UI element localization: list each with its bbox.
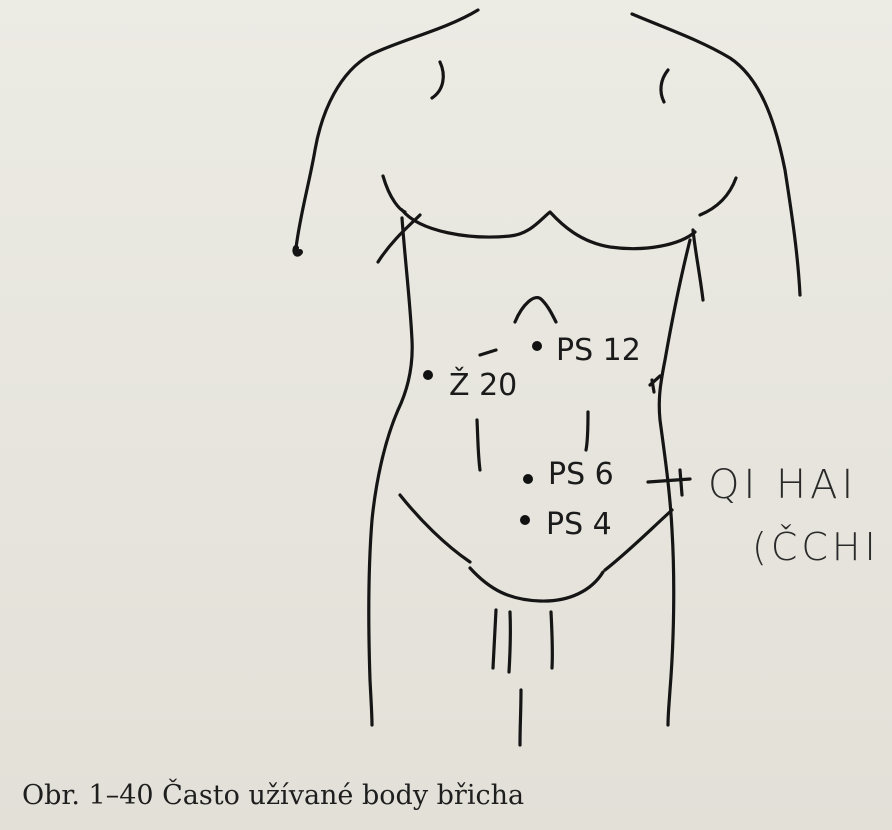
label-ps4: PS 4: [546, 510, 612, 540]
label-ps12: PS 12: [556, 336, 641, 366]
pointer-cross: [680, 470, 682, 495]
pointer-line: [648, 479, 690, 482]
abdomen-line-left: [477, 420, 480, 470]
handwritten-qi-hai: QI HAI: [708, 465, 857, 505]
left-shoulder-outline: [296, 10, 478, 248]
groin-left: [400, 495, 470, 562]
left-clavicle: [432, 62, 443, 98]
point-dot-ps4: [520, 515, 530, 525]
left-arm-edge: [295, 248, 300, 254]
leg-center-line: [520, 690, 521, 745]
rib-arc: [515, 298, 556, 322]
point-dot-ps6: [523, 474, 533, 484]
genital-line-3: [551, 612, 552, 668]
left-torso-side: [369, 218, 412, 725]
handwritten-cchi: (ČCHI: [752, 528, 880, 566]
right-torso-side: [659, 240, 690, 725]
genital-line-2: [509, 612, 510, 672]
label-ps6: PS 6: [548, 460, 614, 490]
sternum-left: [378, 215, 420, 262]
left-armpit: [383, 176, 405, 212]
label-z20: Ž 20: [449, 371, 517, 401]
point-dot-z20: [423, 370, 433, 380]
sternum-right: [693, 230, 703, 300]
marker-dash: [480, 350, 496, 355]
groin-right: [605, 510, 672, 570]
pubic-curve: [470, 568, 603, 601]
genital-line-1: [493, 610, 496, 668]
right-armpit: [700, 178, 736, 215]
abdomen-line-right: [586, 412, 588, 450]
figure-caption: Obr. 1–40 Často užívané body břicha: [22, 780, 524, 811]
chest-line: [402, 210, 695, 249]
point-dot-ps12: [532, 341, 542, 351]
right-shoulder-outline: [632, 14, 800, 295]
right-clavicle: [661, 70, 668, 102]
